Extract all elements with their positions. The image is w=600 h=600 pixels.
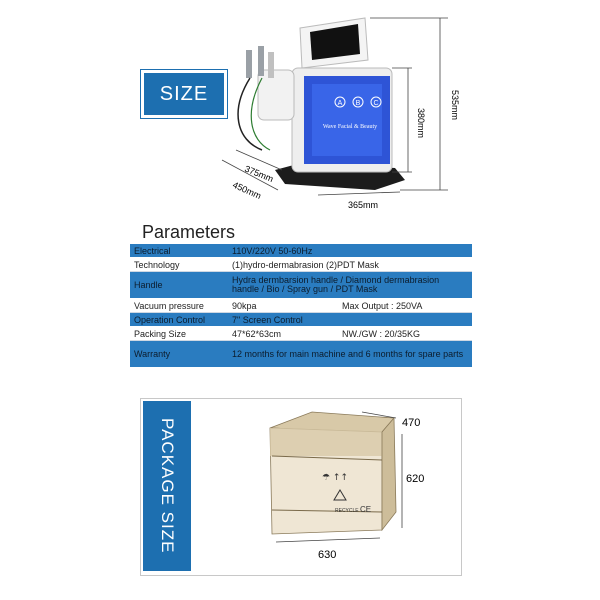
handpiece-1 <box>246 50 252 78</box>
machine-brand-text: Wave Facial & Beauty <box>323 124 377 130</box>
package-box-illustration: ☂ ↑↑ RECYCLE CE 470 620 630 <box>269 411 424 561</box>
parameter-label: Electrical <box>130 244 228 258</box>
bottle-a-label: A <box>338 100 343 107</box>
pkg-dim-depth: 470 <box>402 417 420 429</box>
parameter-value: 47*62*63cm NW./GW : 20/35KG <box>228 326 472 341</box>
parameter-value-text: 12 months for main machine and 6 months … <box>232 348 464 359</box>
bottle-a <box>334 96 346 108</box>
parameter-value-text: 7" Screen Control <box>232 314 303 325</box>
bottle-b-label: B <box>356 100 361 107</box>
parameter-row: Technology (1)hydro-dermabrasion (2)PDT M… <box>130 257 472 272</box>
handpiece-2 <box>258 46 264 76</box>
parameter-value: (1)hydro-dermabrasion (2)PDT Mask <box>228 257 472 272</box>
size-badge: SIZE <box>144 73 224 115</box>
parameter-value: 12 months for main machine and 6 months … <box>228 340 472 368</box>
parameter-row: Electrical 110V/220V 50-60Hz <box>130 244 472 258</box>
parameter-value-text: 47*62*63cm <box>232 328 282 339</box>
parameter-label: Operation Control <box>130 312 228 327</box>
machine-illustration: A B C Wave Facial & Beauty 535mm 380mm 3… <box>221 17 460 210</box>
parameter-value-text: 110V/220V 50-60Hz <box>232 245 313 256</box>
handle-holder <box>257 69 295 121</box>
handpiece-3 <box>268 52 274 78</box>
parameter-row: Operation Control 7" Screen Control <box>130 312 472 327</box>
parameter-value: Hydra dermbarsion handle / Diamond derma… <box>228 271 472 299</box>
pkg-dim-width: 630 <box>318 549 336 561</box>
size-badge-label: SIZE <box>159 82 209 105</box>
parameter-value-text: (1)hydro-dermabrasion (2)PDT Mask <box>232 259 379 270</box>
dim-height-body: 380mm <box>416 108 426 138</box>
parameter-value: 110V/220V 50-60Hz <box>228 244 472 258</box>
box-side <box>381 416 397 532</box>
parameter-value: 90kpa Max Output : 250VA <box>228 298 472 313</box>
recycle-text: RECYCLE <box>335 508 359 514</box>
package-size-badge: PACKAGE SIZE <box>143 401 191 571</box>
dim-depth-outer: 450mm <box>231 180 262 201</box>
parameter-value-secondary: NW./GW : 20/35KG <box>342 328 421 339</box>
parameter-row: Warranty 12 months for main machine and 6… <box>130 340 472 368</box>
parameter-row: Vacuum pressure 90kpa Max Output : 250VA <box>130 298 472 313</box>
parameter-label: Packing Size <box>130 326 228 341</box>
ce-mark: CE <box>360 505 371 514</box>
bottle-c-label: C <box>373 100 378 107</box>
package-size-label: PACKAGE SIZE <box>158 418 177 554</box>
pkg-dim-height: 620 <box>406 473 424 485</box>
parameter-row: Packing Size 47*62*63cm NW./GW : 20/35KG <box>130 326 472 341</box>
recycle-icon <box>333 489 347 501</box>
dim-height-total: 535mm <box>450 90 460 120</box>
parameter-value-text: Hydra dermbarsion handle / Diamond derma… <box>232 275 440 294</box>
parameter-value-secondary: Max Output : 250VA <box>342 300 423 311</box>
parameter-label: Warranty <box>130 340 228 368</box>
package-frame <box>140 398 462 576</box>
parameter-value: 7" Screen Control <box>228 312 472 327</box>
screen-display <box>310 24 360 60</box>
parameter-value-text: 90kpa <box>232 300 257 311</box>
dim-width: 365mm <box>348 200 378 210</box>
parameters-title: Parameters <box>142 222 236 242</box>
bottle-c <box>370 96 382 108</box>
parameter-label: Technology <box>130 257 228 272</box>
parameter-label: Handle <box>130 271 228 299</box>
fragile-marks-icon: ☂ ↑↑ <box>322 473 348 483</box>
parameter-label: Vacuum pressure <box>130 298 228 313</box>
bottle-b <box>352 96 364 108</box>
